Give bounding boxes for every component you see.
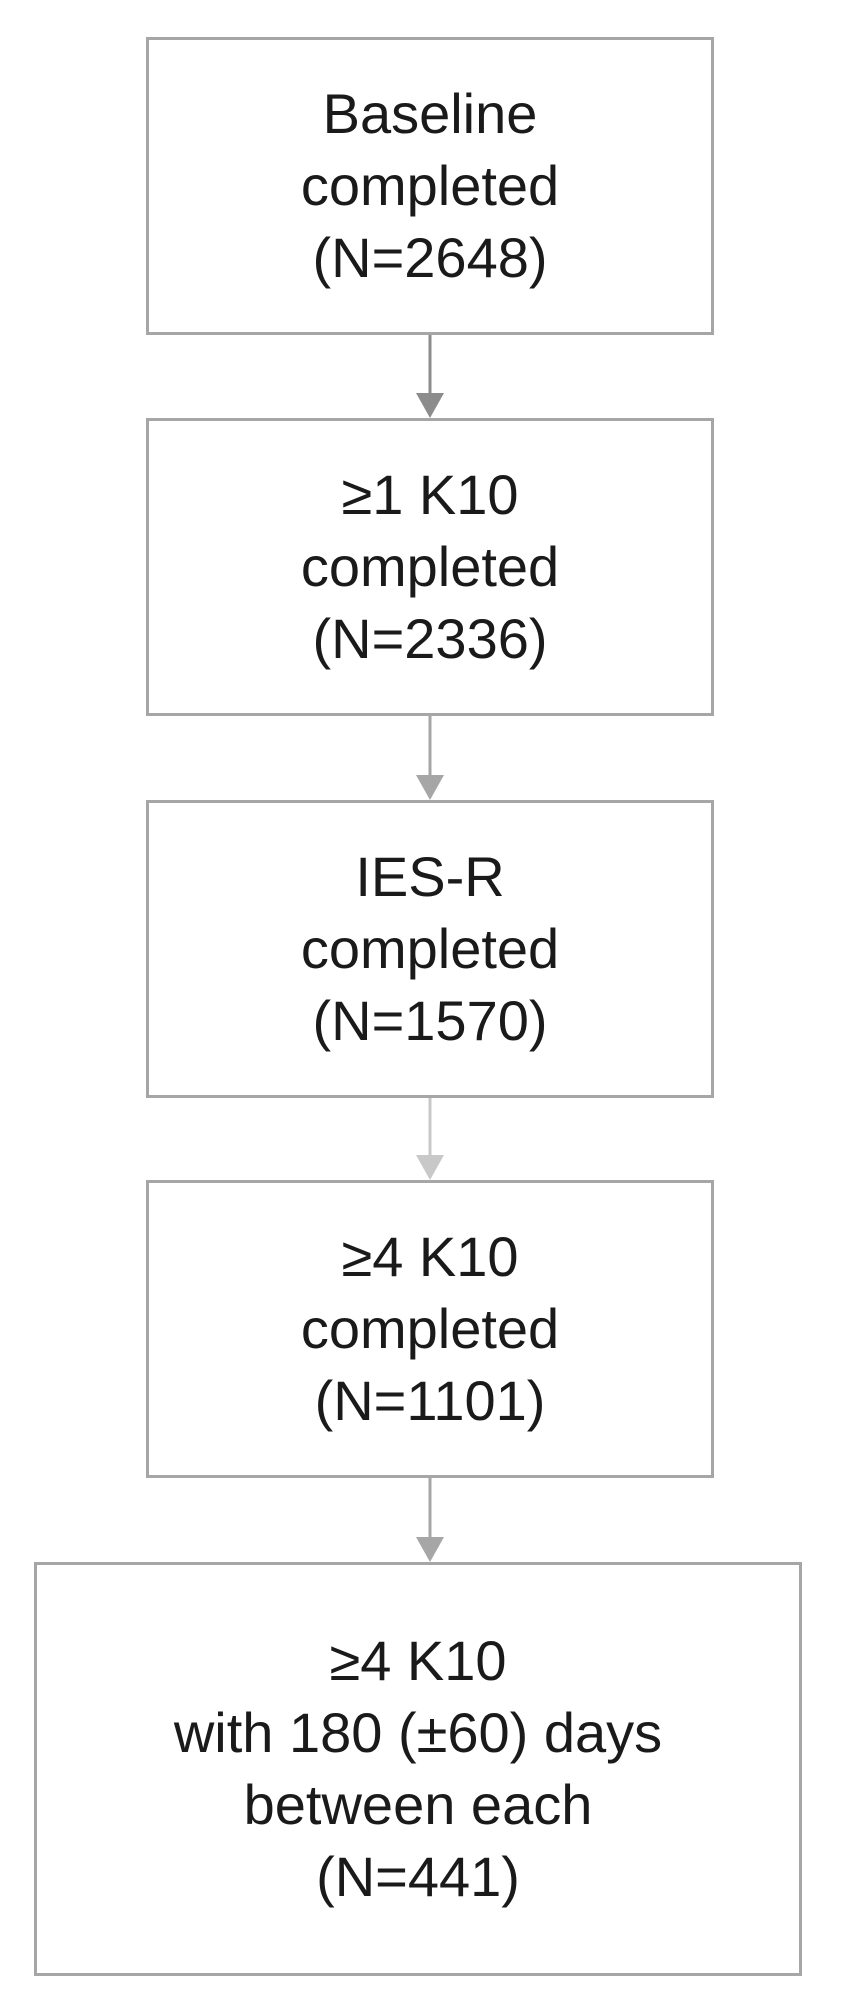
flow-box-line: completed [300,917,560,980]
flow-box-line: ≥4 K10 [329,1629,507,1692]
flow-box-line: ≥1 K10 [341,463,519,526]
flow-box-baseline: Baseline completed (N=2648) [146,37,714,335]
flow-box-k10-four-interval: ≥4 K10 with 180 (±60) days between each … [34,1562,802,1976]
connector-4-to-5 [416,1478,444,1562]
flow-box-line: completed [300,535,560,598]
flow-box-count: (N=2336) [312,607,548,670]
connector-3-to-4 [416,1098,444,1180]
arrowhead-icon [416,775,444,800]
flow-box-k10-one: ≥1 K10 completed (N=2336) [146,418,714,716]
arrowhead-icon [416,1155,444,1180]
flow-box-count: (N=1101) [314,1369,546,1432]
flow-box-count: (N=1570) [312,989,548,1052]
arrowhead-icon [416,1537,444,1562]
flow-box-line: completed [300,1297,560,1360]
flow-box-line: ≥4 K10 [341,1225,519,1288]
flow-box-count: (N=2648) [312,226,548,289]
flow-box-ies-r: IES-R completed (N=1570) [146,800,714,1098]
arrowhead-icon [416,393,444,418]
connector-2-to-3 [416,716,444,800]
flow-box-line: between each [243,1773,593,1836]
flow-box-k10-four: ≥4 K10 completed (N=1101) [146,1180,714,1478]
flow-box-line: IES-R [355,845,505,908]
connector-1-to-2 [416,335,444,418]
flow-box-count: (N=441) [316,1845,520,1908]
flow-box-line: Baseline [322,82,538,145]
flow-box-line: completed [300,154,560,217]
flow-box-line: with 180 (±60) days [173,1701,663,1764]
